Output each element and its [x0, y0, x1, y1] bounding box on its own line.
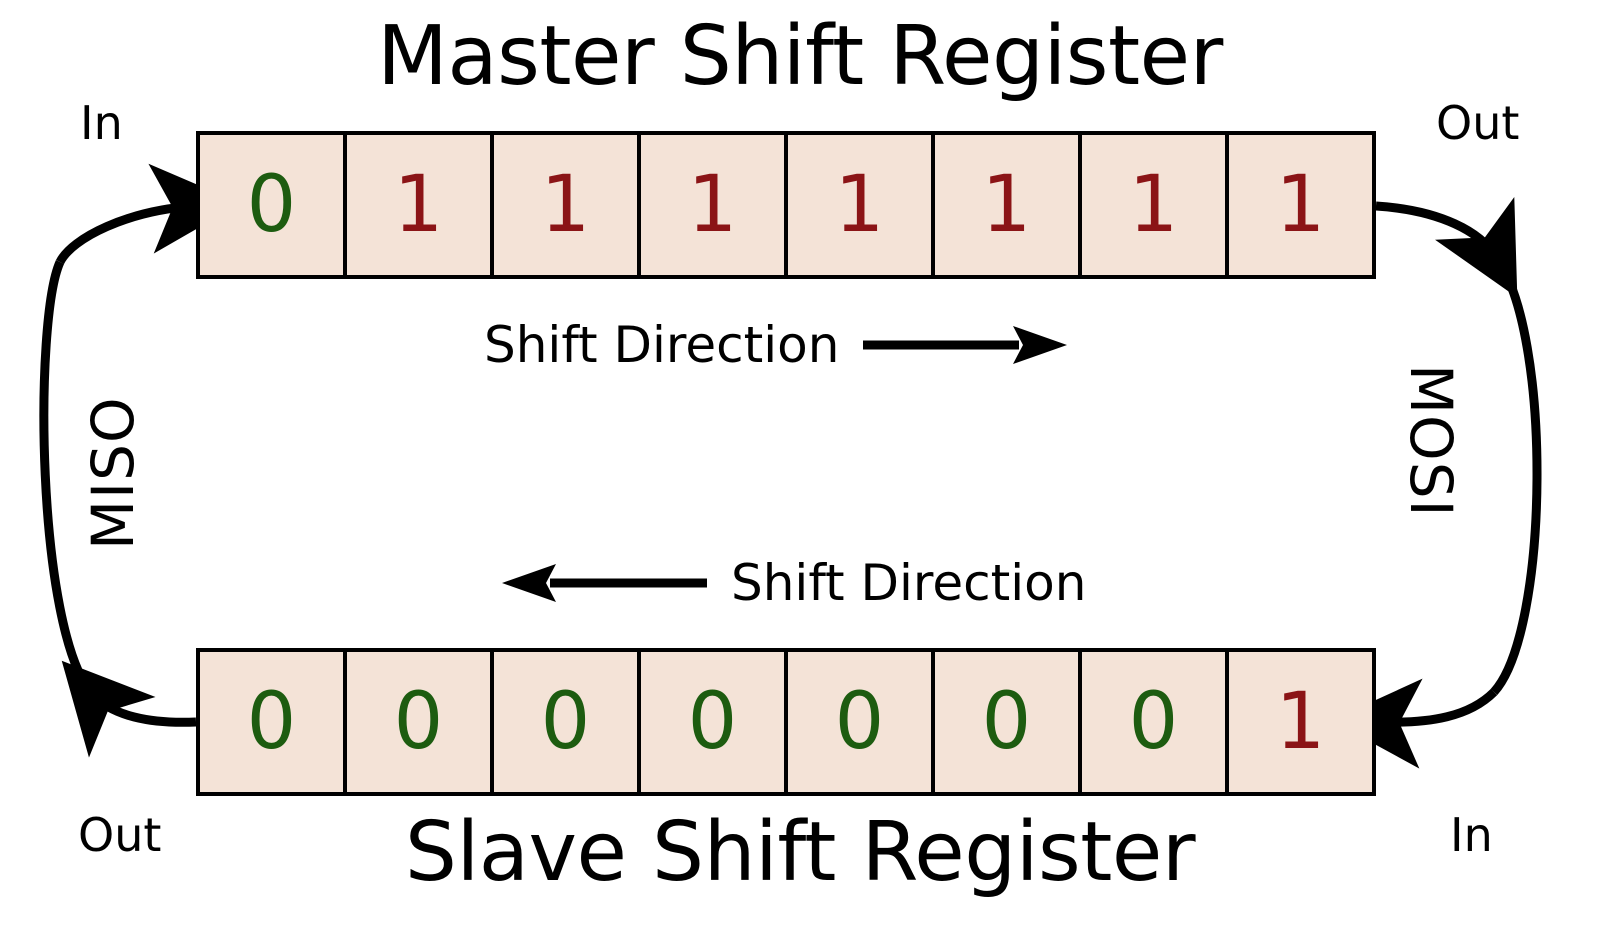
master-cell-value: 0	[246, 160, 297, 250]
master-cell: 1	[347, 135, 494, 275]
miso-wire-lower	[61, 660, 197, 758]
slave-cell-value: 0	[687, 677, 738, 767]
miso-wire-upper	[55, 163, 241, 265]
slave-cell: 1	[1229, 652, 1372, 792]
slave-register-title: Slave Shift Register	[404, 805, 1196, 900]
master-cell: 1	[494, 135, 641, 275]
slave-in-label: In	[1450, 808, 1493, 862]
slave-shift-direction-label: Shift Direction	[731, 554, 1087, 612]
master-cell-value: 1	[1128, 160, 1179, 250]
slave-cell: 0	[641, 652, 788, 792]
arrow-right-icon	[863, 326, 1068, 364]
slave-cell: 0	[935, 652, 1082, 792]
slave-cell-value: 0	[981, 677, 1032, 767]
slave-cell-value: 1	[1275, 677, 1326, 767]
slave-cell: 0	[494, 652, 641, 792]
master-cell: 1	[1229, 135, 1372, 275]
master-shift-direction-label: Shift Direction	[484, 316, 840, 374]
master-cell: 0	[200, 135, 347, 275]
master-cell: 1	[788, 135, 935, 275]
slave-cell: 0	[788, 652, 935, 792]
mosi-bus-label: MOSI	[1397, 364, 1465, 518]
slave-cell-value: 0	[393, 677, 444, 767]
master-cell-value: 1	[834, 160, 885, 250]
master-cell: 1	[935, 135, 1082, 275]
slave-shift-direction: Shift Direction	[484, 558, 1086, 608]
master-cell-value: 1	[1275, 160, 1326, 250]
master-cell-value: 1	[687, 160, 738, 250]
master-cell-value: 1	[540, 160, 591, 250]
master-out-label: Out	[1436, 96, 1520, 150]
slave-cell-value: 0	[246, 677, 297, 767]
master-cell: 1	[1082, 135, 1229, 275]
arrow-left-icon	[502, 564, 707, 602]
master-cell-value: 1	[981, 160, 1032, 250]
slave-cell: 0	[1082, 652, 1229, 792]
master-in-label: In	[80, 96, 123, 150]
master-cell: 1	[641, 135, 788, 275]
slave-cell-value: 0	[540, 677, 591, 767]
master-shift-register: 0 1 1 1 1 1 1 1	[196, 131, 1376, 279]
master-register-title: Master Shift Register	[377, 9, 1223, 104]
master-shift-direction: Shift Direction	[484, 320, 1071, 370]
slave-cell: 0	[347, 652, 494, 792]
master-cell-value: 1	[393, 160, 444, 250]
mosi-wire-upper	[1375, 197, 1518, 298]
slave-out-label: Out	[78, 808, 162, 862]
slave-cell-value: 0	[1128, 677, 1179, 767]
slave-cell: 0	[200, 652, 347, 792]
miso-bus-label: MISO	[79, 396, 147, 550]
slave-cell-value: 0	[834, 677, 885, 767]
mosi-wire-arc	[1490, 255, 1542, 696]
slave-shift-register: 0 0 0 0 0 0 0 1	[196, 648, 1376, 796]
mosi-wire-lower	[1331, 678, 1498, 769]
